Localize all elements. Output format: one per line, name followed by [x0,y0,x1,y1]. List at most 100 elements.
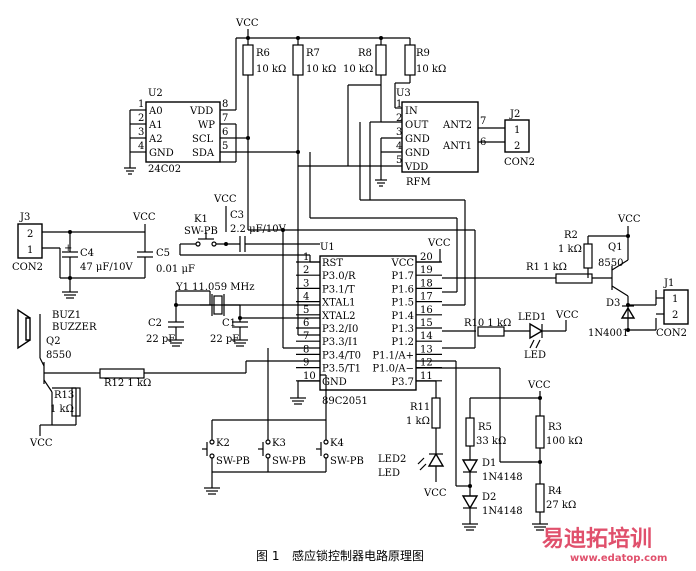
svg-text:CON2: CON2 [12,262,43,273]
u1-pin-left-number: 9 [303,358,309,369]
k3-label: K3 [272,438,286,449]
svg-text:U2: U2 [148,88,163,99]
r4-value: 27 kΩ [546,500,576,511]
svg-text:3: 3 [138,127,144,138]
q1-vcc: VCC [617,214,641,225]
r12-label: R12 1 kΩ [104,378,151,389]
svg-text:1: 1 [138,99,144,110]
u1-pin-left-number: 7 [303,331,309,342]
svg-text:3: 3 [396,127,402,138]
svg-text:VCC: VCC [213,194,237,205]
u1-vcc-label: VCC [427,238,451,249]
c3-label: C3 [230,210,244,221]
q1-value: 8550 [598,258,623,269]
u1-pin-right-number: 13 [420,344,433,355]
led1-circuit [442,320,567,349]
r13-value: 1 kΩ [50,404,74,415]
d2-value: 1N4148 [482,506,523,517]
c1-value: 22 pF [210,334,239,345]
r2-value: 1 kΩ [558,244,582,255]
q1-label: Q1 [608,242,623,253]
j1-pin2: 2 [672,310,678,321]
u1-pin-right-number: 17 [420,292,433,303]
switch-part [209,453,215,459]
u1-pin-left-number: 4 [303,292,309,303]
u1-pin-left-label: GND [322,377,347,388]
svg-text:4: 4 [396,141,402,152]
buz1-label: BUZ1 [52,310,81,321]
svg-text:1: 1 [514,125,520,136]
u1-pin-left-label: P3.5/T1 [322,364,361,375]
sense-network: VCC [416,360,551,531]
r9-value: 10 kΩ [416,64,446,75]
u1-pin-left-label: P3.0/R [322,271,356,282]
u1-pin-right-number: 12 [420,358,433,369]
svg-text:VDD: VDD [189,106,213,117]
u1-pin-left-label: P3.3/I1 [322,337,358,348]
led2-label: LED2 [378,454,406,465]
svg-text:2: 2 [138,113,144,124]
led1-label: LED1 [518,312,546,323]
svg-text:A1: A1 [148,120,163,131]
r9-label: R9 [416,48,430,59]
d3-label: D3 [606,298,620,309]
u1-pin-left-number: 1 [303,252,309,263]
r4-label: R4 [548,486,562,497]
k4-label: K4 [330,438,344,449]
q2-vcc: VCC [29,438,53,449]
svg-text:J2: J2 [509,109,520,120]
u1-pin-right-label: P1.2 [391,337,414,348]
svg-text:GND: GND [405,148,430,159]
k3-type: SW-PB [272,456,306,467]
u1-pin-left-label: XTAL1 [322,298,355,309]
bus-wires [248,122,476,349]
svg-text:A2: A2 [148,134,163,145]
r10-label: R10 1 kΩ [464,318,511,329]
led2-vcc: VCC [423,488,447,499]
svg-text:7: 7 [480,116,486,127]
r8-label: R8 [358,48,372,59]
j2-connector: J2 1 2 CON2 [504,109,535,168]
svg-text:2: 2 [27,229,33,240]
switch-part [209,439,215,445]
svg-text:1: 1 [396,99,402,110]
k2-type: SW-PB [216,456,250,467]
svg-text:VDD: VDD [404,162,428,173]
k1-label: K1 [194,214,208,225]
u1-pin-right-label: P3.7 [391,377,414,388]
q2-value: 8550 [46,350,71,361]
svg-text:U3: U3 [396,88,411,99]
crystal-circuit [168,290,320,347]
svg-text:OUT: OUT [405,120,429,131]
u1-microcontroller: U1 89C2051 [319,242,417,407]
r7-value: 10 kΩ [306,64,336,75]
svg-text:RFM: RFM [406,177,431,188]
svg-text:CON2: CON2 [504,157,535,168]
svg-text:WP: WP [198,120,215,131]
u1-pin-left-number: 8 [303,344,309,355]
r3-label: R3 [548,422,562,433]
svg-text:ANT1: ANT1 [442,141,472,152]
svg-text:GND: GND [405,134,430,145]
u1-pin-right-label: VCC [390,258,414,269]
u1-pin-left-label: P3.2/I0 [322,324,358,335]
d2-label: D2 [482,492,496,503]
r5-value: 33 kΩ [476,436,506,447]
power-input: J3 2 1 CON2 VCC + [12,212,156,299]
c4-label: C4 [80,248,94,259]
watermark-url: www.edatop.com [570,553,667,564]
u1-pin-right-label: P1.1/A+ [372,350,414,361]
svg-text:VCC: VCC [235,18,259,29]
u1-pin-left-number: 2 [303,265,309,276]
r3-value: 100 kΩ [546,436,583,447]
u1-pin-right-number: 16 [420,305,433,316]
svg-text:2: 2 [514,141,520,152]
c3-value: 2.2 μF/10V [230,224,287,235]
svg-text:+: + [64,243,72,254]
svg-text:5: 5 [396,155,402,166]
k1-type: SW-PB [184,226,218,237]
u1-pin-right-label: P1.4 [391,311,414,322]
svg-text:A0: A0 [148,106,163,117]
u3-rf-module: U3 RFM IN OUT GND GND VDD ANT2 ANT1 1 2 … [298,84,505,200]
